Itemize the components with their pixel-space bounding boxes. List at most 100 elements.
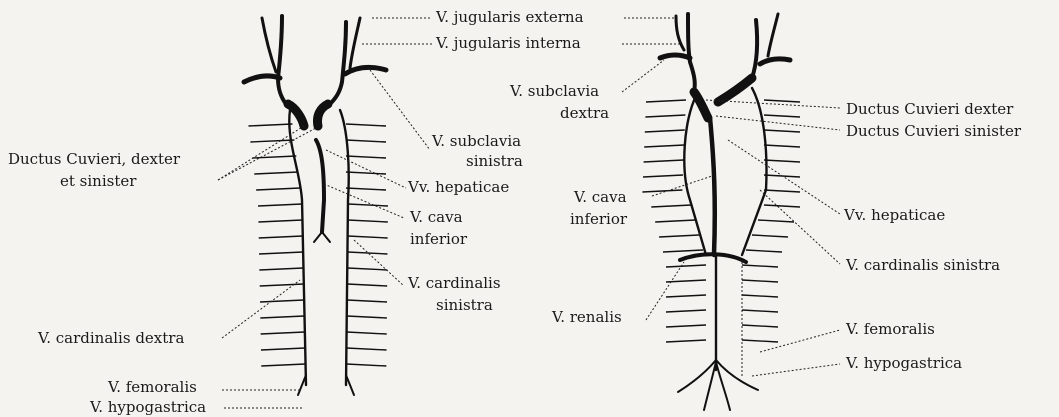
left-cardinalis-dextra — [289, 110, 306, 385]
segmental-vein — [259, 252, 303, 254]
segmental-vein — [346, 172, 386, 174]
segmental-vein — [645, 115, 685, 117]
segmental-vein — [252, 156, 296, 158]
left-label-jugularis-interna: V. jugularis interna — [435, 34, 581, 52]
left-label-cardinalis-sinistra-line1: V. cardinalis — [407, 274, 501, 292]
segmental-vein — [261, 364, 305, 366]
segmental-vein — [666, 280, 706, 282]
right-cardinalis-dextra — [684, 96, 706, 255]
segmental-vein — [260, 316, 304, 318]
left-jugularis-interna-sinistra — [330, 22, 346, 104]
segmental-vein — [346, 364, 386, 366]
segmental-vein — [347, 332, 387, 334]
right-label-hypogastrica: V. hypogastrica — [845, 354, 962, 372]
segmental-vein — [347, 268, 387, 270]
left-cardinalis-sinistra — [340, 110, 349, 385]
left-ductus-cuvieri-sinister — [317, 104, 328, 126]
segmental-vein — [742, 310, 778, 312]
right-vein-diagram — [642, 14, 800, 410]
segmental-vein — [347, 284, 387, 286]
right-label-subclavia-line2: dextra — [560, 104, 609, 122]
segmental-vein — [347, 252, 387, 254]
segmental-vein — [666, 310, 706, 312]
right-label-cava-line2: inferior — [570, 210, 628, 228]
right-label-renalis: V. renalis — [551, 308, 622, 326]
left-vein-diagram — [244, 16, 388, 395]
left-label-cava-line1: V. cava — [409, 208, 463, 226]
right-jugularis-interna-dextra — [688, 14, 695, 92]
right-cava-inferior — [710, 118, 715, 255]
segmental-vein — [666, 265, 706, 267]
segmental-vein — [663, 250, 703, 252]
segmental-vein — [346, 188, 386, 190]
right-label-ductus-dexter: Ductus Cuvieri dexter — [846, 100, 1014, 118]
segmental-vein — [261, 348, 305, 350]
left-label-jugularis-externa: V. jugularis externa — [435, 8, 584, 26]
segmental-vein — [764, 145, 800, 147]
right-label-cardinalis-sinistra: V. cardinalis sinistra — [845, 256, 1000, 274]
segmental-vein — [642, 190, 682, 192]
segmental-vein — [260, 300, 304, 302]
right-label-femoralis: V. femoralis — [845, 320, 935, 338]
segmental-vein — [764, 160, 800, 162]
right-label-hepaticae: Vv. hepaticae — [843, 206, 945, 224]
segmental-vein — [666, 295, 706, 297]
segmental-vein — [666, 340, 706, 342]
right-label-ductus-sinister: Ductus Cuvieri sinister — [846, 122, 1022, 140]
segmental-vein — [764, 130, 800, 132]
left-jugularis-externa-sinistra — [350, 18, 360, 68]
right-leader-lines — [622, 18, 840, 376]
left-jugularis-externa-dextra — [262, 18, 276, 72]
right-segmental-veins-sinister — [742, 100, 800, 342]
segmental-vein — [655, 220, 695, 222]
right-jugularis-interna-sinistra — [752, 20, 757, 78]
segmental-vein — [346, 156, 386, 158]
segmental-vein — [348, 236, 388, 238]
segmental-vein — [347, 300, 387, 302]
segmental-vein — [259, 236, 303, 238]
segmental-vein — [645, 130, 685, 132]
segmental-vein — [644, 160, 684, 162]
segmental-vein — [742, 265, 778, 267]
segmental-vein — [746, 250, 782, 252]
left-label-cardinalis-sinistra-line2: sinistra — [436, 296, 493, 314]
segmental-vein — [258, 220, 302, 222]
segmental-vein — [348, 220, 388, 222]
right-label-cava-line1: V. cava — [573, 188, 627, 206]
segmental-vein — [764, 100, 800, 102]
right-cardinalis-sinistra — [742, 88, 766, 255]
right-label-subclavia-line1: V. subclavia — [509, 82, 599, 100]
segmental-vein — [764, 115, 800, 117]
right-labels: V. subclavia dextra Ductus Cuvieri dexte… — [509, 82, 1022, 372]
left-cava-inferior — [316, 140, 324, 232]
left-label-femoralis: V. femoralis — [107, 378, 197, 396]
segmental-vein — [347, 348, 387, 350]
segmental-vein — [764, 205, 800, 207]
segmental-vein — [347, 316, 387, 318]
left-label-hypogastrica: V. hypogastrica — [89, 398, 206, 416]
right-jugularis-externa-dextra — [676, 16, 684, 50]
segmental-vein — [764, 190, 800, 192]
left-subclavia-dextra — [244, 76, 280, 82]
segmental-vein — [742, 280, 778, 282]
segmental-vein — [259, 268, 303, 270]
segmental-vein — [659, 235, 699, 237]
segmental-vein — [260, 284, 304, 286]
left-segmental-veins-dexter — [248, 124, 305, 366]
left-label-cava-line2: inferior — [410, 230, 468, 248]
left-hepaticae — [314, 232, 330, 242]
segmental-vein — [646, 100, 686, 102]
segmental-vein — [651, 205, 691, 207]
right-hypogastrica-sinistra — [716, 362, 730, 410]
right-jugularis-externa-sinistra — [768, 14, 778, 56]
segmental-vein — [346, 124, 386, 126]
right-renalis — [680, 254, 746, 262]
segmental-vein — [258, 204, 302, 206]
segmental-vein — [256, 188, 300, 190]
right-hypogastrica-dextra — [704, 362, 716, 410]
left-labels: V. jugularis externa V. jugularis intern… — [8, 8, 584, 416]
segmental-vein — [666, 325, 706, 327]
left-jugularis-interna-dextra — [278, 16, 286, 104]
left-label-ductus-line2: et sinister — [60, 172, 137, 190]
